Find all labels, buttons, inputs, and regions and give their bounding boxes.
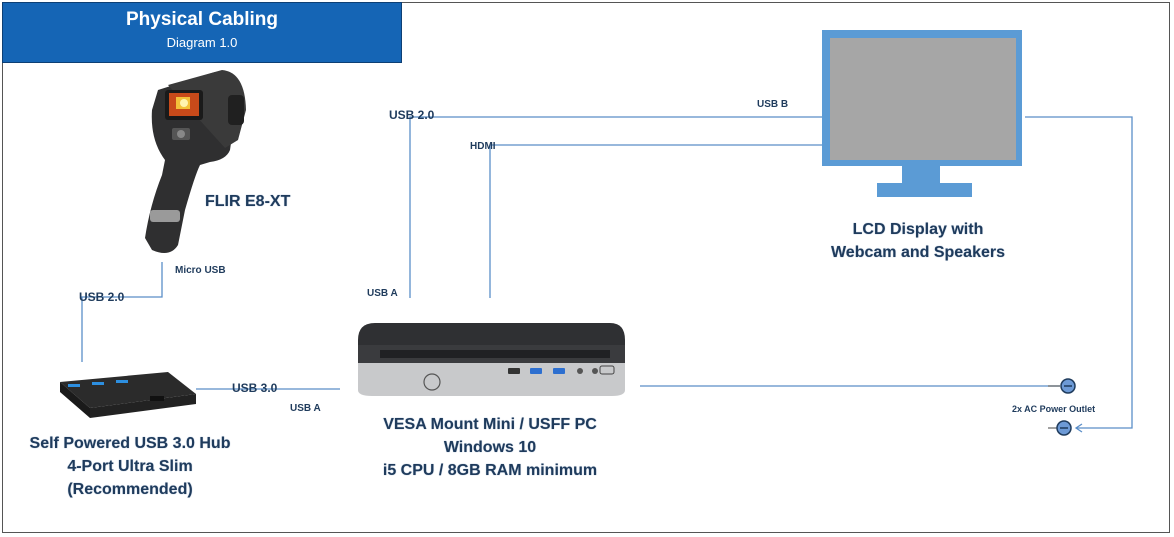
- pc-label-line1: VESA Mount Mini / USFF PC: [383, 416, 597, 433]
- camera-port-label: Micro USB: [175, 265, 226, 276]
- pc-label: VESA Mount Mini / USFF PC Windows 10 i5 …: [360, 413, 620, 482]
- display-label-line1: LCD Display with: [852, 221, 984, 238]
- title-box: Physical Cabling Diagram 1.0: [2, 2, 402, 63]
- display-label: LCD Display with Webcam and Speakers: [808, 218, 1028, 264]
- power-outlet-icon: [1048, 378, 1076, 394]
- power-outlet-icon-2: [1048, 420, 1072, 436]
- flir-camera-icon: [145, 70, 246, 254]
- cable-label-pc-usb-end: USB A: [367, 288, 398, 299]
- cable-label-hub-pc: USB 3.0: [232, 381, 278, 395]
- hub-label: Self Powered USB 3.0 Hub 4-Port Ultra Sl…: [10, 432, 250, 501]
- hub-label-line2: 4-Port Ultra Slim: [67, 458, 193, 475]
- monitor-icon: [822, 30, 1022, 197]
- diagram-title: Physical Cabling: [125, 9, 279, 30]
- display-label-line2: Webcam and Speakers: [830, 244, 1005, 261]
- hub-label-line3: (Recommended): [67, 481, 193, 498]
- cable-label-hdmi: HDMI: [470, 141, 496, 152]
- pc-label-line2: Windows 10: [443, 439, 537, 456]
- diagram-subtitle: Diagram 1.0: [166, 35, 238, 50]
- camera-label: FLIR E8-XT: [205, 193, 291, 210]
- power-outlet-label: 2x AC Power Outlet: [1012, 404, 1096, 414]
- wire-display-power: [1025, 116, 1133, 429]
- wire-camera-hub: [81, 262, 163, 362]
- mini-pc-icon: [358, 323, 625, 396]
- cable-label-pc-display-usb: USB 2.0: [389, 108, 435, 122]
- pc-label-line3: i5 CPU / 8GB RAM minimum: [382, 462, 598, 479]
- cable-label-hub-pc-end: USB A: [290, 403, 321, 414]
- cable-label-display-usb-end: USB B: [757, 99, 789, 110]
- hub-label-line1: Self Powered USB 3.0 Hub: [29, 435, 231, 452]
- usb-hub-icon: [60, 372, 196, 418]
- wire-hdmi: [489, 144, 822, 298]
- wire-pc-usb-display: [409, 116, 1000, 298]
- cable-label-camera-hub: USB 2.0: [79, 290, 125, 304]
